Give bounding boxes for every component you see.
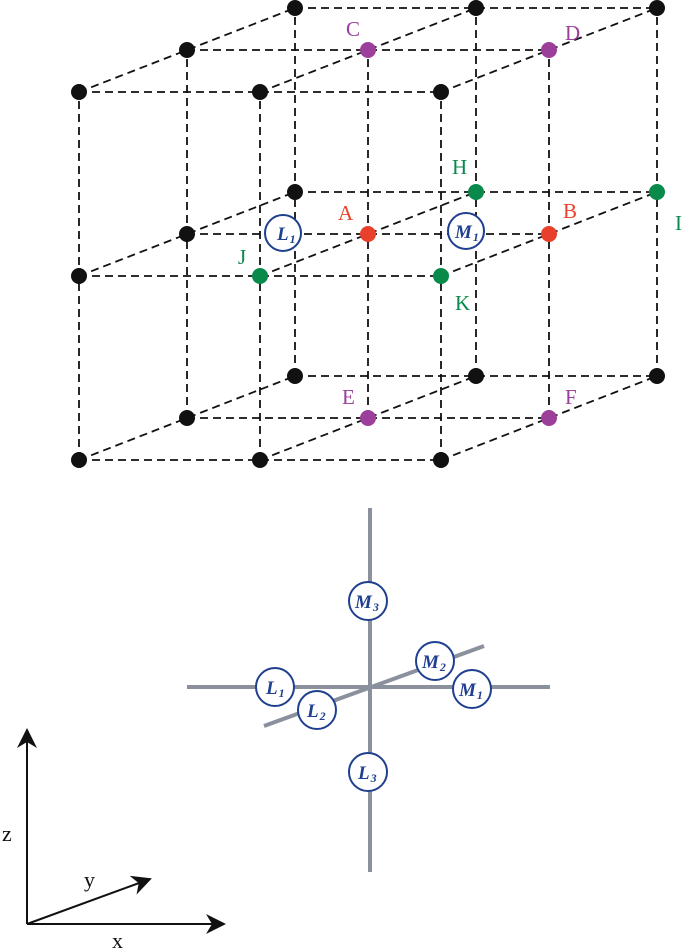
lattice-node-a bbox=[360, 226, 376, 242]
svg-text:L2: L2 bbox=[306, 701, 326, 723]
lattice-node bbox=[252, 84, 268, 100]
lattice-node bbox=[649, 368, 665, 384]
coord-l2: L2 bbox=[297, 690, 337, 730]
lattice-node bbox=[179, 42, 195, 58]
point-label-j: J bbox=[238, 245, 246, 269]
point-label-d: D bbox=[565, 21, 580, 45]
coord-l3: L3 bbox=[348, 752, 388, 792]
lattice-node-f bbox=[541, 410, 557, 426]
svg-text:L1: L1 bbox=[265, 678, 285, 700]
lattice-nodes bbox=[71, 0, 665, 468]
lattice-node-h bbox=[468, 184, 484, 200]
lattice-node bbox=[468, 0, 484, 16]
lattice-node bbox=[433, 452, 449, 468]
axes: z x y bbox=[2, 728, 226, 951]
coordination-diagram: M3 M2 M1 L1 L2 L3 bbox=[187, 508, 550, 872]
lattice-node-e bbox=[360, 410, 376, 426]
lattice-point-labels: C D E F A B H I J K bbox=[238, 17, 682, 409]
svg-text:M3: M3 bbox=[354, 592, 379, 614]
svg-text:M2: M2 bbox=[421, 652, 446, 674]
coord-m3: M3 bbox=[348, 581, 388, 621]
z-axis-label: z bbox=[2, 821, 12, 846]
point-label-b: B bbox=[563, 199, 577, 223]
lattice-node-c bbox=[360, 42, 376, 58]
y-axis-arrow bbox=[26, 875, 152, 925]
lattice-metal-m1: M1 bbox=[447, 212, 485, 250]
lattice-node-d bbox=[541, 42, 557, 58]
lattice-node bbox=[71, 452, 87, 468]
point-label-h: H bbox=[452, 155, 467, 179]
y-axis-label: y bbox=[84, 867, 95, 892]
lattice-node-b bbox=[541, 226, 557, 242]
lattice-node-k bbox=[433, 268, 449, 284]
svg-text:L1: L1 bbox=[276, 224, 296, 246]
lattice-node bbox=[252, 452, 268, 468]
lattice-ligand-l1: L1 bbox=[264, 214, 302, 252]
lattice-node bbox=[649, 0, 665, 16]
lattice-node bbox=[287, 184, 303, 200]
lattice-node bbox=[287, 0, 303, 16]
lattice-node bbox=[71, 84, 87, 100]
lattice-node bbox=[71, 268, 87, 284]
lattice-node bbox=[468, 368, 484, 384]
point-label-e: E bbox=[342, 385, 355, 409]
lattice-node-j bbox=[252, 268, 268, 284]
lattice-node-i bbox=[649, 184, 665, 200]
point-label-c: C bbox=[346, 17, 360, 41]
x-axis-label: x bbox=[112, 928, 123, 951]
coord-m1: M1 bbox=[452, 669, 492, 709]
coord-l1: L1 bbox=[255, 667, 295, 707]
lattice-node bbox=[433, 84, 449, 100]
point-label-i: I bbox=[675, 211, 682, 235]
lattice-node bbox=[179, 226, 195, 242]
svg-text:L3: L3 bbox=[357, 763, 377, 785]
coord-m2: M2 bbox=[415, 641, 455, 681]
point-label-f: F bbox=[565, 385, 577, 409]
point-label-a: A bbox=[338, 201, 354, 225]
lattice-node bbox=[287, 368, 303, 384]
point-label-k: K bbox=[455, 291, 470, 315]
lattice-node bbox=[179, 410, 195, 426]
svg-text:M1: M1 bbox=[458, 680, 483, 702]
svg-text:M1: M1 bbox=[454, 222, 479, 244]
